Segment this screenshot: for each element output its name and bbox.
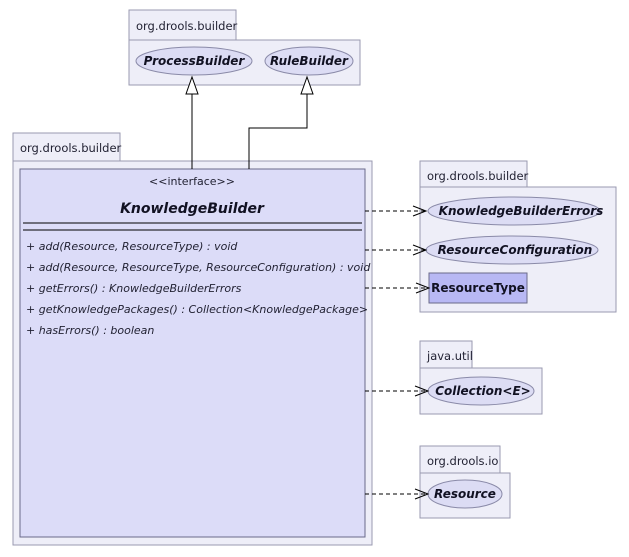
dependency-resource-configuration-edge [365, 244, 428, 256]
package-main-label: org.drools.builder [20, 141, 122, 155]
resource-type-label: ResourceType [431, 281, 525, 295]
rule-builder-label: RuleBuilder [270, 54, 349, 68]
dependency-collection-edge [365, 385, 430, 397]
collection-node[interactable]: Collection<E> [427, 376, 535, 406]
rule-builder-node[interactable]: RuleBuilder [264, 46, 354, 76]
package-drools-io-label: org.drools.io [427, 454, 498, 468]
knowledge-builder-errors-node[interactable]: KnowledgeBuilderErrors [427, 196, 604, 226]
extends-rule-builder-edge [248, 75, 314, 169]
package-top-label: org.drools.builder [136, 19, 238, 33]
knowledge-builder-errors-label: KnowledgeBuilderErrors [439, 204, 604, 218]
interface-stereotype: <<interface>> [149, 175, 235, 188]
package-java-util-label: java.util [426, 349, 473, 363]
resource-label: Resource [434, 487, 496, 501]
package-right-builder: org.drools.builder KnowledgeBuilderError… [419, 160, 617, 313]
collection-label: Collection<E> [435, 384, 530, 398]
method-1: + add(Resource, ResourceType, ResourceCo… [26, 261, 371, 274]
dependency-resource-edge [365, 488, 430, 500]
resource-node[interactable]: Resource [427, 479, 503, 509]
resource-configuration-node[interactable]: ResourceConfiguration [425, 235, 599, 265]
process-builder-label: ProcessBuilder [144, 54, 246, 68]
package-drools-io: org.drools.io Resource [419, 445, 511, 519]
process-builder-node[interactable]: ProcessBuilder [135, 46, 253, 76]
dependency-knowledge-builder-errors-edge [365, 205, 428, 217]
method-2: + getErrors() : KnowledgeBuilderErrors [26, 282, 242, 295]
resource-type-node[interactable]: ResourceType [428, 272, 528, 304]
dependency-resource-type-edge [365, 282, 431, 294]
generalization-arrow [185, 75, 199, 95]
package-java-util: java.util Collection<E> [419, 340, 543, 415]
interface-name: KnowledgeBuilder [120, 201, 265, 217]
package-right-builder-label: org.drools.builder [427, 169, 529, 183]
knowledge-builder-interface[interactable]: <<interface>> KnowledgeBuilder + add(Res… [19, 168, 371, 538]
method-0: + add(Resource, ResourceType) : void [26, 240, 238, 253]
extends-process-builder-edge [185, 75, 199, 169]
resource-configuration-label: ResourceConfiguration [438, 243, 593, 257]
method-4: + hasErrors() : boolean [26, 324, 154, 337]
method-3: + getKnowledgePackages() : Collection<Kn… [26, 303, 368, 316]
package-top: org.drools.builder ProcessBuilder RuleBu… [128, 9, 361, 86]
generalization-arrow [300, 75, 314, 95]
